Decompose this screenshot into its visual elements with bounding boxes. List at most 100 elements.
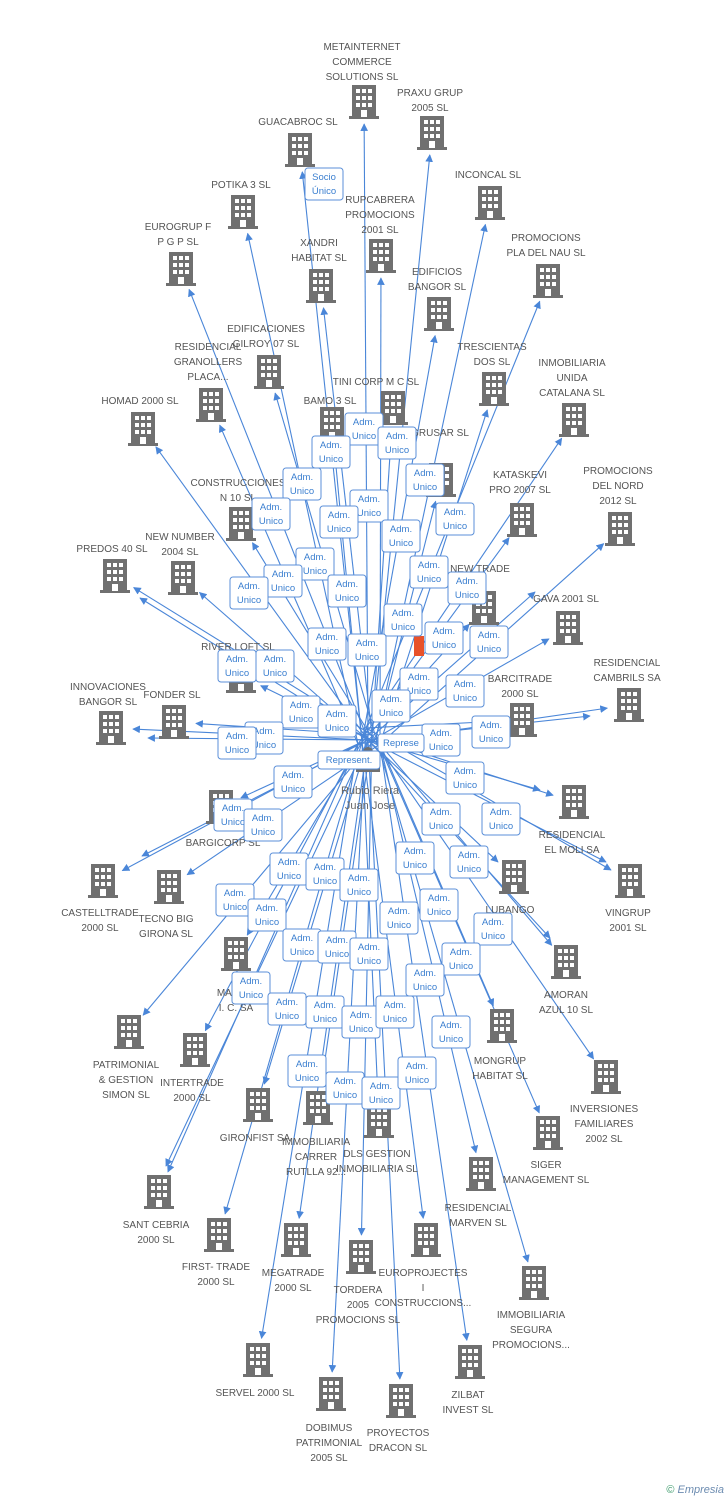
company-node[interactable]: BARGICORP SL — [186, 790, 261, 849]
company-label-line: 2012 SL — [599, 496, 637, 507]
company-node[interactable]: GRUSAR SL — [411, 428, 469, 497]
edge-line — [328, 727, 367, 1373]
role-badge-text: Adm. — [326, 935, 348, 946]
company-node[interactable]: NEW TRADE — [450, 564, 510, 625]
company-node[interactable]: INCONCAL SL — [455, 170, 522, 220]
role-badge-text: Adm. — [256, 903, 278, 914]
role-badge-text: Adm. — [320, 440, 342, 451]
company-node[interactable]: EUROPROJECTESICONSTRUCCIONS... — [375, 1223, 472, 1309]
company-node[interactable]: HOMAD 2000 SL — [101, 396, 179, 446]
company-node[interactable]: RIVER LOFT SL — [201, 642, 275, 693]
company-node[interactable]: EUROGRUP FP G P SL — [145, 222, 212, 286]
company-label-line: PREDOS 40 SL — [76, 544, 148, 555]
role-badge-adm-unico: Adm.Unico — [397, 1056, 437, 1090]
edge-line — [371, 734, 553, 946]
edge-line — [371, 429, 395, 736]
company-node[interactable]: BAMO 3 SL — [304, 396, 357, 441]
role-badge-text: Unico — [405, 1075, 429, 1086]
company-label-line: EUROPROJECTES — [379, 1268, 468, 1279]
company-node[interactable]: RESIDENCIALGRANOLLERSPLACA... — [174, 342, 243, 422]
role-badge-box — [445, 674, 485, 708]
company-label-line: IMMOBILIARIA — [282, 1137, 351, 1148]
company-label-line: INNOVACIONES — [70, 682, 146, 693]
role-badge-text: Unico — [303, 566, 327, 577]
company-label-line: TINI CORP M C SL — [333, 377, 420, 388]
role-badge-text: Adm. — [348, 873, 370, 884]
building-icon — [533, 264, 563, 298]
role-badge-text: Unico — [290, 486, 314, 497]
role-badge-box — [481, 802, 521, 836]
role-badge-text: Adm. — [440, 1020, 462, 1031]
company-label-line: PLACA... — [187, 372, 228, 383]
company-label-line: BARCITRADE — [488, 674, 553, 685]
company-label-line: UNIDA — [556, 373, 587, 384]
company-label-line: 2001 SL — [609, 923, 647, 934]
company-node[interactable]: IMMOBILIARIASEGURAPROMOCIONS... — [492, 1266, 570, 1351]
company-node[interactable]: GIRONFIST SA — [220, 1088, 291, 1144]
role-badge-text: Unico — [357, 508, 381, 519]
role-badge-text: Adm. — [414, 468, 436, 479]
company-node[interactable]: TINI CORP M C SL — [333, 377, 420, 425]
company-node[interactable]: GUACABROC SL — [258, 117, 338, 167]
company-label-line: RESIDENCIAL — [445, 1203, 512, 1214]
building-icon — [499, 860, 529, 894]
role-badge-text: Adm. — [458, 850, 480, 861]
building-icon — [180, 1033, 210, 1067]
company-label-line: PATRIMONIAL — [93, 1060, 160, 1071]
company-node[interactable]: PREDOS 40 SL — [76, 544, 148, 593]
company-label-line: MEGATRADE — [262, 1268, 325, 1279]
role-badge-box — [307, 627, 347, 661]
role-badge-box — [447, 571, 487, 605]
edge-line — [375, 737, 530, 1263]
company-node[interactable]: LUBANGO — [486, 860, 535, 916]
company-label-line: EDIFICACIONES — [227, 324, 305, 335]
role-badge-text: Unico — [429, 821, 453, 832]
role-badge-box — [229, 576, 269, 610]
company-node[interactable]: FONDER SL — [143, 690, 201, 739]
building-icon — [559, 403, 589, 437]
role-badge-text: Unico — [221, 817, 245, 828]
company-node[interactable]: GAVA 2001 SL — [533, 594, 599, 645]
company-node[interactable]: SERVEL 2000 SL — [216, 1343, 295, 1399]
role-badge-adm-unico: Adm.Unico — [424, 621, 464, 655]
company-node[interactable]: POTIKA 3 SL — [211, 180, 271, 229]
role-badge-text: Unico — [427, 907, 451, 918]
role-badge-adm-unico: Adm.Unico — [344, 412, 384, 446]
